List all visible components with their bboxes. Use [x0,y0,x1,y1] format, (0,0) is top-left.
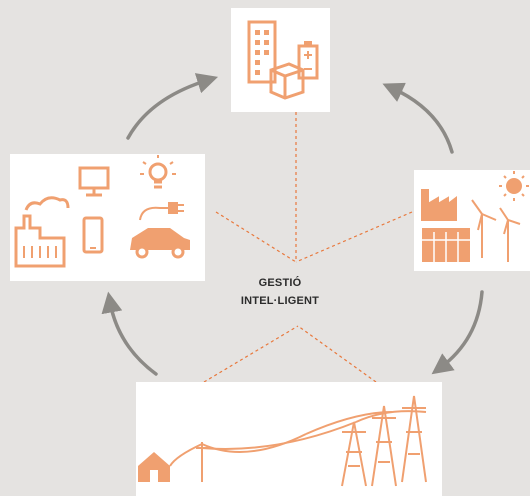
solar-panel-icon [422,228,470,262]
house-icon [138,452,170,482]
factory-icon [421,189,457,221]
arrow-bottom-to-left [101,291,158,376]
center-label-line-2: INTEL·LIGENT [240,295,320,307]
connector-right-lower [297,325,377,383]
transmission-tower-icon [341,395,427,487]
distribution-icons [138,395,427,487]
monitor-icon [78,166,110,197]
electric-car-icon [130,202,190,259]
consumption-icons [14,155,190,268]
factory-icon [14,196,70,268]
connector-left-lower [203,325,299,383]
package-box-icon [269,62,305,100]
center-label-line-1: GESTIÓ [258,277,302,289]
wind-turbine-icon [471,199,521,262]
generation-panel [414,170,530,271]
power-line-icon [169,410,427,482]
connector-right-upper [295,211,413,263]
dashed-connectors [203,112,413,383]
generation-icons [421,171,529,262]
storage-icons [247,20,319,100]
storage-panel [231,8,330,112]
battery-icon [297,41,319,80]
arrow-right-to-bottom [431,290,484,375]
arrow-left-to-top [126,73,219,140]
office-building-icon [247,20,277,84]
distribution-panel [136,382,442,496]
light-bulb-icon [140,155,176,189]
sun-icon [499,171,529,201]
arrow-right-to-top [382,82,454,154]
center-label: GESTIÓ INTEL·LIGENT [230,274,330,310]
smartphone-icon [82,216,104,254]
connector-left-upper [215,211,297,263]
consumption-panel [10,154,205,281]
